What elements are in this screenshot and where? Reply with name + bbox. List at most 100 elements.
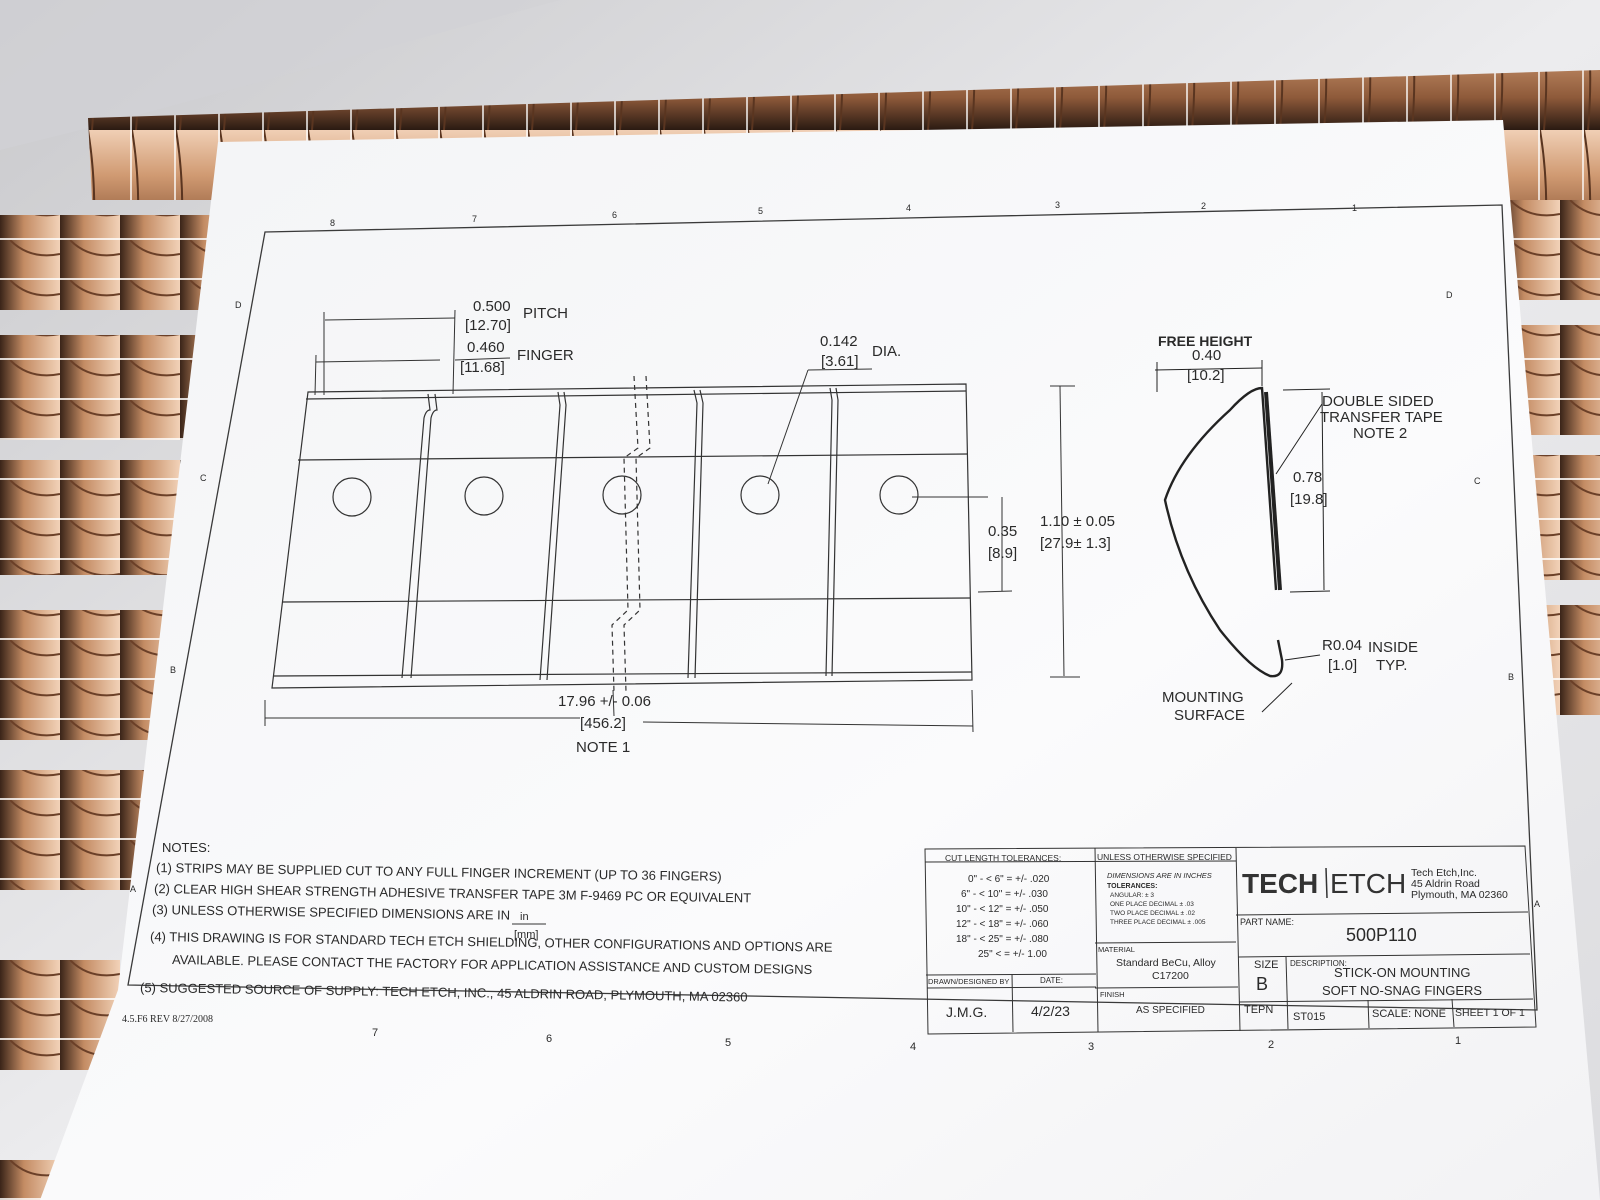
description-line2: SOFT NO-SNAG FINGERS xyxy=(1322,983,1482,998)
zone-row-b-right: B xyxy=(1508,672,1514,682)
zone-row-b-left: B xyxy=(170,665,176,675)
tape-length-mm: [19.8] xyxy=(1290,491,1328,508)
finish-label: FINISH xyxy=(1100,990,1125,999)
transfer-tape xyxy=(1264,391,1282,591)
zone-col-7-bottom: 7 xyxy=(372,1027,378,1039)
material-line2: C17200 xyxy=(1152,970,1189,982)
cut-row-3: 10" - < 12" = +/- .050 xyxy=(956,904,1049,915)
drawing-border xyxy=(127,204,1538,1011)
part-number: 500P110 xyxy=(1346,925,1417,945)
zone-col-6-bottom: 6 xyxy=(546,1033,552,1045)
notes-title: NOTES: xyxy=(162,840,210,855)
size-value: B xyxy=(1256,974,1268,994)
description-label: DESCRIPTION: xyxy=(1290,959,1347,968)
unless-specified-title: UNLESS OTHERWISE SPECIFIED xyxy=(1097,852,1232,862)
hole-label: DIA. xyxy=(872,343,901,360)
hole-offset-mm: [8.9] xyxy=(988,545,1017,562)
pitch-label: PITCH xyxy=(523,305,568,322)
drawn-by-value: J.M.G. xyxy=(946,1004,987,1020)
finger-label: FINGER xyxy=(517,347,574,364)
zone-row-a-right: A xyxy=(1534,899,1540,909)
tech-etch-logo-tech: TECH xyxy=(1242,868,1318,899)
unless-row-1: DIMENSIONS ARE IN INCHES xyxy=(1107,871,1212,880)
zone-col-8-top: 8 xyxy=(330,218,335,228)
size-label: SIZE xyxy=(1254,959,1278,971)
hole-dim-inches: 0.142 xyxy=(820,333,858,350)
mounting-hole xyxy=(332,477,372,517)
cut-row-4: 12" - < 18" = +/- .060 xyxy=(956,919,1049,930)
length-dim-mm: [456.2] xyxy=(580,715,626,732)
tepn-label: TEPN xyxy=(1244,1004,1273,1016)
length-note: NOTE 1 xyxy=(576,739,630,756)
zone-col-7-top: 7 xyxy=(472,214,477,224)
zone-col-5-bottom: 5 xyxy=(725,1037,731,1049)
finger-profile-curve xyxy=(1163,386,1284,678)
drawn-by-label: DRAWN/DESIGNED BY xyxy=(928,977,1009,986)
radius-label-typ: TYP. xyxy=(1376,657,1407,674)
zone-col-4-top: 4 xyxy=(906,203,911,213)
tape-label-line1: DOUBLE SIDED xyxy=(1322,393,1434,410)
zone-col-1-top: 1 xyxy=(1352,203,1357,213)
zone-row-c-right: C xyxy=(1474,476,1481,486)
part-name-label: PART NAME: xyxy=(1240,917,1294,927)
radius-dim-inches: R0.04 xyxy=(1322,637,1362,654)
mounting-surface-line2: SURFACE xyxy=(1174,707,1245,724)
hole-offset-inches: 0.35 xyxy=(988,523,1017,540)
date-value: 4/2/23 xyxy=(1031,1003,1070,1019)
mounting-hole xyxy=(602,475,642,515)
length-dim-inches: 17.96 +/- 0.06 xyxy=(558,693,651,710)
free-height-label: FREE HEIGHT xyxy=(1158,333,1253,349)
radius-label-inside: INSIDE xyxy=(1368,639,1418,656)
hole-dim-mm: [3.61] xyxy=(821,353,859,370)
background-shadow xyxy=(0,0,560,150)
note-3-units-in: in xyxy=(520,911,529,923)
tech-etch-logo-etch: ETCH xyxy=(1330,868,1406,899)
sheet-label: SHEET 1 OF 1 xyxy=(1455,1007,1525,1019)
zone-col-3-bottom: 3 xyxy=(1088,1041,1094,1053)
note-3: (3) UNLESS OTHERWISE SPECIFIED DIMENSION… xyxy=(152,902,510,923)
zone-row-c-left: C xyxy=(200,473,207,483)
zone-col-4-bottom: 4 xyxy=(910,1041,916,1053)
cut-row-1: 0" - < 6" = +/- .020 xyxy=(968,874,1050,885)
pitch-dim-inches: 0.500 xyxy=(473,298,511,315)
mounting-hole xyxy=(740,475,780,515)
strip-edge-upper xyxy=(305,390,967,400)
zone-col-2-top: 2 xyxy=(1201,201,1206,211)
paper-sheet xyxy=(40,120,1600,1200)
mounting-surface-line1: MOUNTING xyxy=(1162,689,1244,706)
unless-row-2: TOLERANCES: xyxy=(1107,883,1157,890)
finger-side-profile xyxy=(1154,360,1331,713)
tape-label-line2: TRANSFER TAPE xyxy=(1320,409,1443,426)
zone-col-5-top: 5 xyxy=(758,206,763,216)
cut-tolerance-title: CUT LENGTH TOLERANCES: xyxy=(945,853,1061,863)
unless-row-3: ANGULAR: ± 3 xyxy=(1110,892,1154,899)
cut-row-6: 25" < = +/- 1.00 xyxy=(978,949,1047,960)
zone-row-d-right: D xyxy=(1446,290,1453,300)
zone-row-d-left: D xyxy=(235,300,242,310)
title-block xyxy=(924,845,1537,1035)
free-height-mm: [10.2] xyxy=(1187,367,1225,384)
date-label: DATE: xyxy=(1040,976,1063,985)
company-name: Tech Etch,Inc. xyxy=(1411,867,1477,879)
note-3-units-mm: [mm] xyxy=(514,929,538,941)
description-line1: STICK-ON MOUNTING xyxy=(1334,965,1471,980)
free-height-inches: 0.40 xyxy=(1192,347,1221,364)
zone-labels: 8 7 6 5 4 3 2 1 7 6 5 4 3 2 1 D C B A D … xyxy=(130,200,1540,1053)
mounting-hole xyxy=(464,476,504,516)
radius-dim-mm: [1.0] xyxy=(1328,657,1357,674)
unless-row-5: TWO PLACE DECIMAL ± .02 xyxy=(1110,910,1195,917)
finger-dim-inches: 0.460 xyxy=(467,339,505,356)
unless-row-4: ONE PLACE DECIMAL ± .03 xyxy=(1110,901,1194,908)
strip-top-view xyxy=(271,375,973,693)
company-address: 45 Aldrin Road xyxy=(1411,878,1480,890)
finger-dim-mm: [11.68] xyxy=(460,359,505,376)
dimension-lines xyxy=(264,309,1080,733)
company-city: Plymouth, MA 02360 xyxy=(1411,889,1508,901)
copper-finger-strips-left xyxy=(0,215,220,1200)
zone-row-a-left: A xyxy=(130,884,136,894)
width-dim-mm: [27.9± 1.3] xyxy=(1040,535,1111,552)
tepn-value: ST015 xyxy=(1293,1011,1325,1023)
unless-row-6: THREE PLACE DECIMAL ± .005 xyxy=(1110,919,1206,926)
strip-outline xyxy=(271,383,973,689)
